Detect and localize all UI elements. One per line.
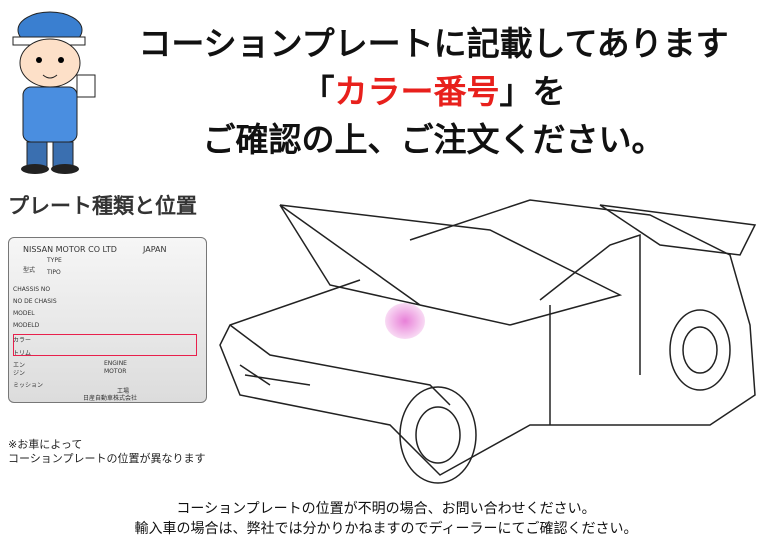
plate-model: MODEL	[13, 310, 35, 317]
color-highlight-box	[13, 334, 197, 356]
plate-location-highlight	[385, 303, 425, 339]
mechanic-illustration	[5, 5, 100, 175]
plate-engine: ENGINE	[104, 360, 127, 367]
bracket-open: 「	[301, 72, 335, 111]
plate-katashiki: 型式	[23, 267, 36, 274]
note-line1: ※お車によって	[8, 438, 83, 451]
plate-chassis: CHASSIS NO	[13, 286, 51, 293]
note-line2: コーションプレートの位置が異なります	[8, 452, 206, 465]
footer: コーションプレートの位置が不明の場合、お問い合わせください。 輸入車の場合は、弊…	[0, 499, 772, 539]
plate-engine-jp1: エン	[13, 362, 26, 369]
plate-mission: ミッション	[13, 382, 44, 389]
plate-company: 日産自動車株式会社	[83, 395, 138, 402]
plate-motor: MOTOR	[104, 368, 127, 375]
plate-modeld: MODELD	[13, 322, 40, 329]
bracket-close: 」を	[499, 72, 566, 111]
headline-line3: ご確認の上、ご注文ください。	[202, 120, 665, 159]
plate-factory: 工場	[117, 388, 130, 395]
plate-maker: NISSAN MOTOR CO LTD	[23, 245, 117, 254]
plate-engine-jp2: ジン	[13, 370, 26, 377]
plate-tipo: TIPO	[47, 269, 61, 276]
car-illustration	[210, 185, 770, 495]
section-title: プレート種類と位置	[8, 194, 197, 218]
plate-color: カラー	[13, 337, 32, 344]
headline-line2: 「カラー番号」を	[95, 70, 772, 114]
color-number-text: カラー番号	[334, 72, 500, 111]
plate-chasis: NO DE CHASIS	[13, 298, 57, 305]
plate-country: JAPAN	[143, 245, 167, 254]
headline-line1: コーションプレートに記載してあります	[138, 24, 729, 63]
caution-plate: NISSAN MOTOR CO LTD JAPAN 型式 TYPE TIPO C…	[8, 237, 207, 403]
footer-line1: コーションプレートの位置が不明の場合、お問い合わせください。	[176, 501, 596, 517]
note: ※お車によって コーションプレートの位置が異なります	[8, 438, 205, 466]
plate-trim: トリム	[13, 350, 32, 357]
footer-line2: 輸入車の場合は、弊社では分かりかねますのでディーラーにてご確認ください。	[134, 521, 638, 537]
plate-type: TYPE	[47, 257, 62, 264]
